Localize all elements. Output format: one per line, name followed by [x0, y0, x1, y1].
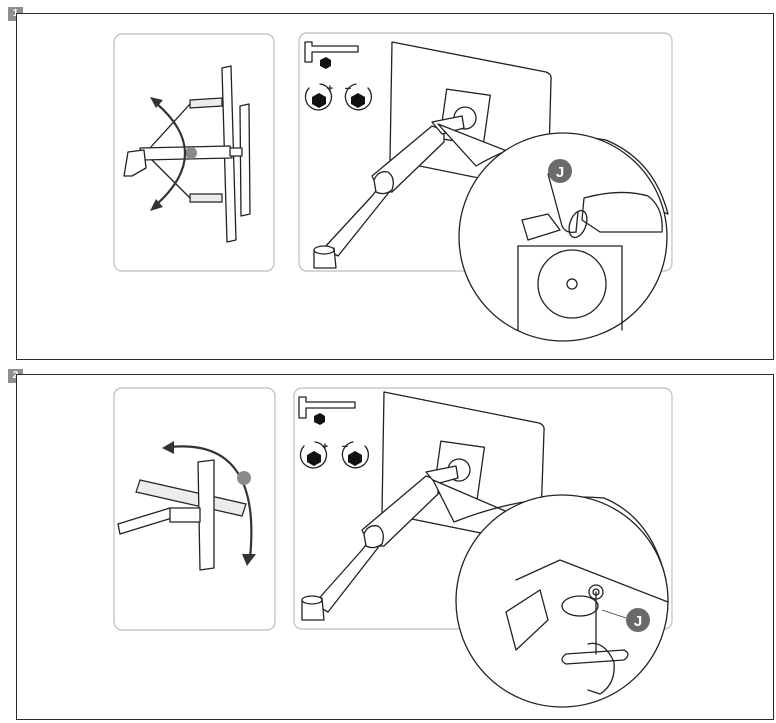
rotate-clockwise-increase-icon: +	[304, 83, 333, 111]
rotate-counterclockwise-decrease-icon: −	[344, 83, 373, 111]
svg-text:+: +	[322, 441, 328, 453]
svg-text:−: −	[342, 441, 348, 453]
callout-j-badge: J	[548, 159, 572, 183]
svg-text:+: +	[327, 83, 333, 95]
hex-key-icon	[304, 41, 359, 69]
callout-j-badge: J	[626, 608, 650, 632]
rotate-clockwise-increase-icon: +	[299, 441, 328, 469]
hex-key-icon	[298, 396, 356, 425]
svg-text:−: −	[345, 83, 351, 95]
svg-text:J: J	[556, 164, 564, 181]
rotate-counterclockwise-decrease-icon: −	[341, 441, 370, 469]
svg-text:J: J	[634, 613, 642, 630]
